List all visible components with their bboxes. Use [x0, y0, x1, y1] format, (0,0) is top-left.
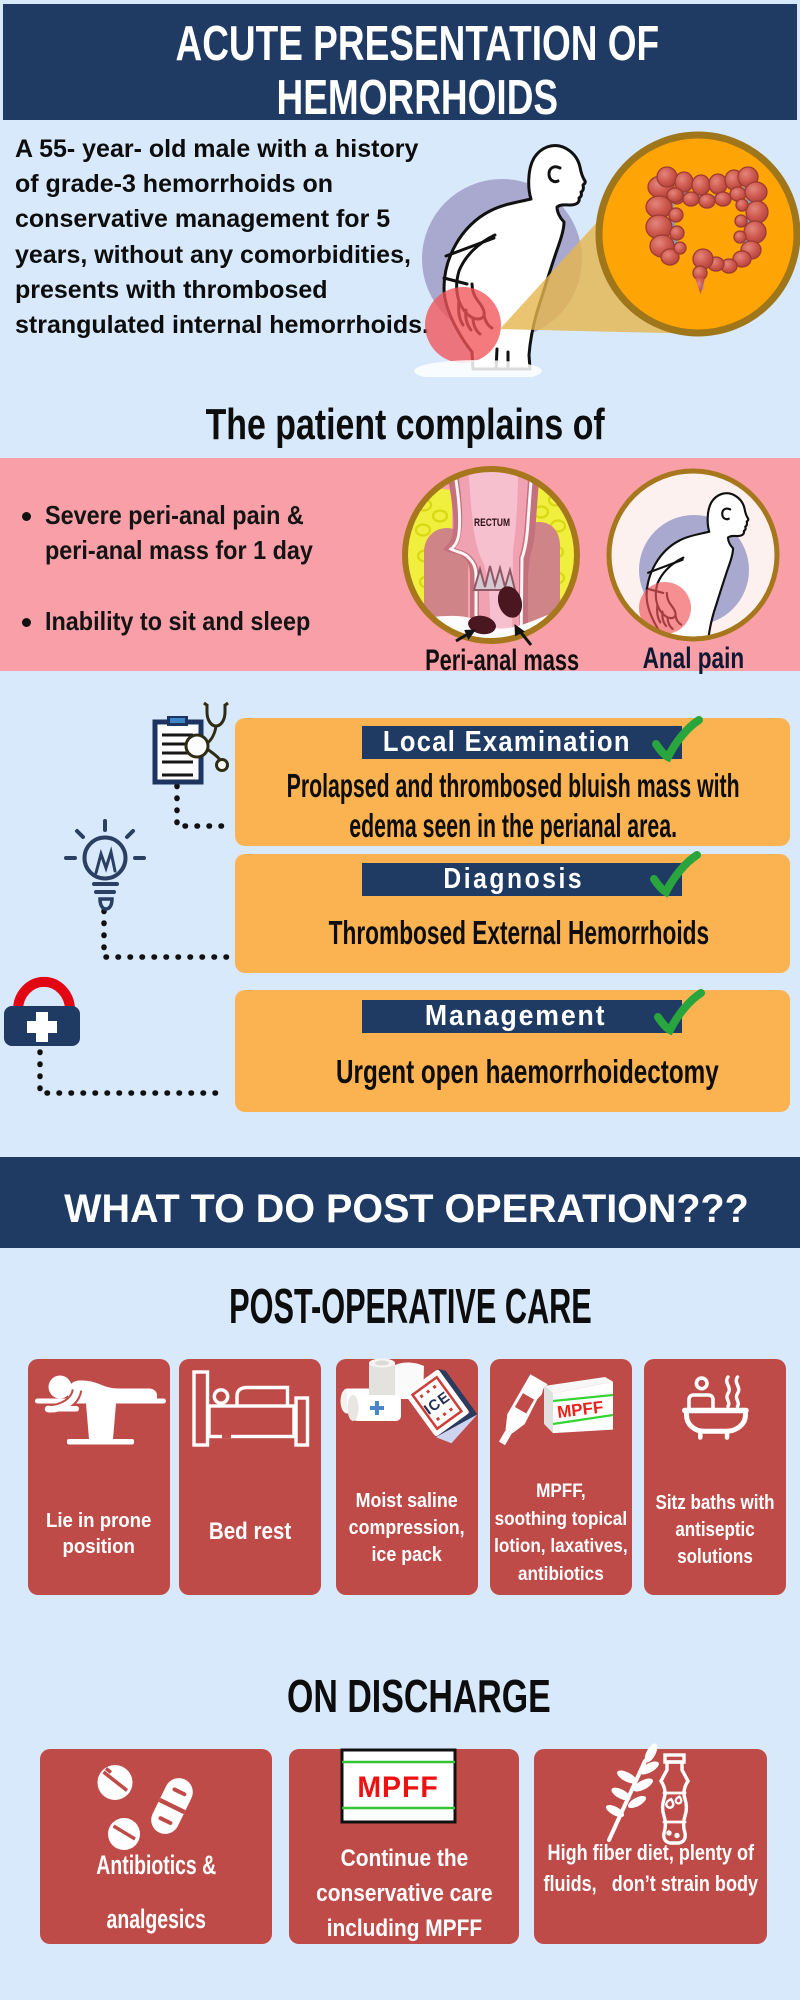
svg-text:RECTUM: RECTUM	[474, 517, 510, 529]
svg-text:MPFF: MPFF	[357, 1771, 438, 1804]
